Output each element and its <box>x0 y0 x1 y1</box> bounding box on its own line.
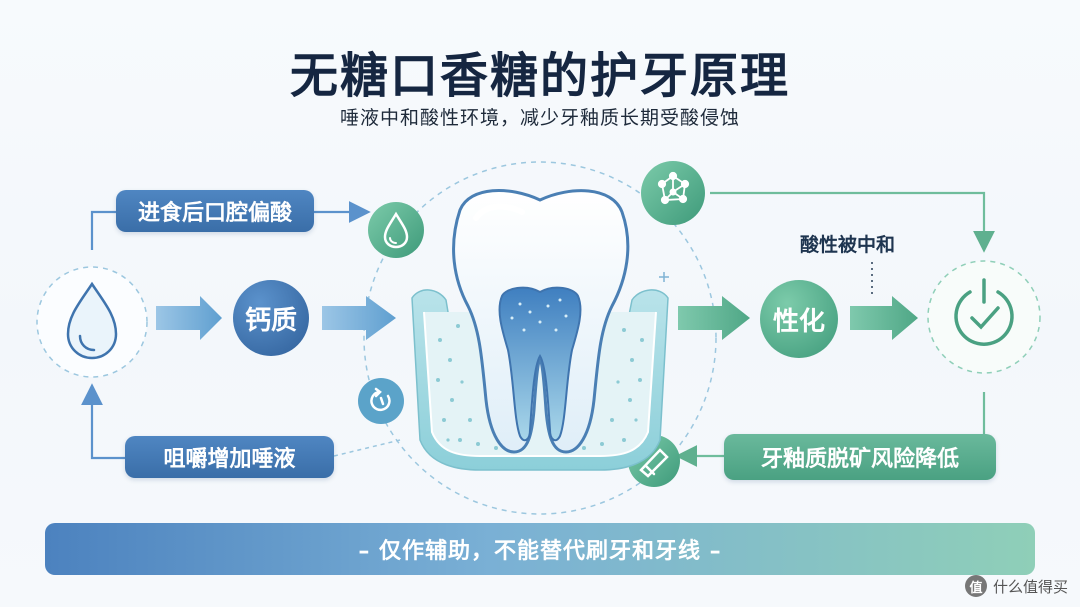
label-acidic-after-eating: 进食后口腔偏酸 <box>116 190 314 232</box>
right-check-ring <box>927 260 1041 374</box>
gum-icon <box>639 448 669 478</box>
arrow-4 <box>850 296 918 340</box>
watermark-logo-icon: 值 <box>964 575 987 597</box>
molecule-icon <box>657 171 690 205</box>
left-cycle-bottom-line <box>81 383 125 460</box>
label-demineralization-risk: 牙釉质脱矿风险降低 <box>724 434 996 480</box>
left-bottom-dash <box>333 439 401 457</box>
watermark-text: 什么值得买 <box>992 577 1068 596</box>
arrow-1 <box>156 296 222 340</box>
page-subtitle: 唾液中和酸性环境，减少牙釉质长期受酸侵蚀 <box>339 107 740 129</box>
power-check-icon <box>954 278 1014 346</box>
arrow-2 <box>322 296 396 340</box>
sparkle-icon <box>659 272 669 282</box>
refresh-icon <box>370 387 391 412</box>
label-chewing-saliva: 咀嚼增加唾液 <box>125 436 334 478</box>
right-cycle-top-line <box>710 191 995 253</box>
water-drop-icon <box>66 281 118 360</box>
tooth-illustration <box>411 189 669 471</box>
watermark: 值 什么值得买 <box>964 575 1068 597</box>
node-calcium: 钙质 <box>233 280 309 356</box>
label-acid-neutralized: 酸性被中和 <box>800 234 896 256</box>
disclaimer-banner: – 仅作辅助，不能替代刷牙和牙线 – <box>45 523 1035 575</box>
small-drop-icon <box>383 211 409 249</box>
page-title: 无糖口香糖的护牙原理 <box>289 48 790 104</box>
drop-icon-circle <box>368 202 424 258</box>
node-neutralize: 性化 <box>760 280 838 358</box>
tooth-dashed-ring <box>363 161 717 515</box>
arrow-3 <box>678 296 750 340</box>
left-cycle-top-line <box>90 210 116 250</box>
